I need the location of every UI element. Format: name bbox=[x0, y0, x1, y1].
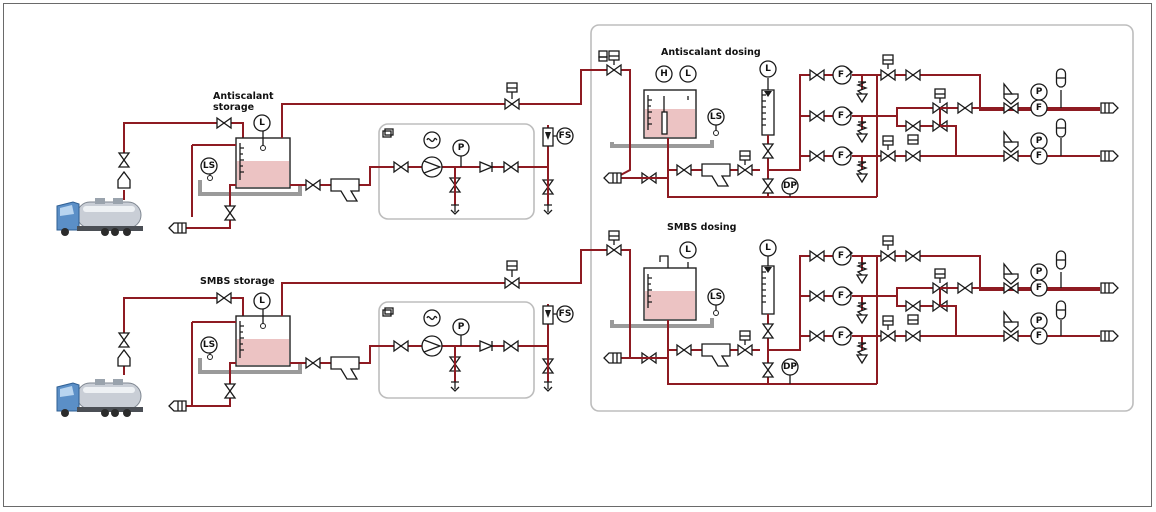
flow-switch-smbs: FS bbox=[556, 305, 574, 323]
level-indicator-antiscalant-storage: L bbox=[253, 114, 271, 132]
svg-text:P: P bbox=[1036, 267, 1043, 277]
smbs-pump-skid bbox=[378, 301, 535, 399]
flow-pump-a1: F bbox=[838, 70, 844, 80]
svg-text:LS: LS bbox=[203, 161, 215, 171]
level-indicator-antiscalant-dosing: L bbox=[679, 65, 697, 83]
svg-text:FS: FS bbox=[559, 131, 572, 141]
svg-text:F: F bbox=[838, 151, 844, 161]
svg-text:LS: LS bbox=[203, 340, 215, 350]
smbs-storage-section bbox=[56, 249, 597, 418]
svg-text:P: P bbox=[1036, 316, 1043, 326]
svg-text:P: P bbox=[458, 322, 465, 332]
dp-antiscalant: DP bbox=[781, 177, 799, 195]
svg-text:F: F bbox=[1036, 103, 1042, 113]
flow-switch-antiscalant: FS bbox=[556, 127, 574, 145]
svg-text:L: L bbox=[259, 296, 265, 306]
svg-text:L: L bbox=[259, 118, 265, 128]
flow-smbs-inj1: F bbox=[1030, 279, 1048, 297]
tanker-truck-icon bbox=[56, 197, 144, 237]
antiscalant-storage-section bbox=[56, 69, 597, 237]
svg-text:F: F bbox=[838, 291, 844, 301]
level-switch-antiscalant-storage: LS bbox=[200, 157, 218, 175]
pressure-antiscalant-inj2: P bbox=[1030, 132, 1048, 150]
smbs-storage-level bbox=[237, 339, 289, 365]
svg-text:FS: FS bbox=[559, 309, 572, 319]
antiscalant-dosing-level bbox=[645, 109, 695, 137]
svg-text:P: P bbox=[458, 143, 465, 153]
flow-pump-s3: F bbox=[838, 331, 844, 341]
smbs-dosing-section bbox=[597, 230, 1119, 385]
centrifugal-pump-icon bbox=[421, 309, 443, 357]
svg-text:L: L bbox=[765, 64, 771, 74]
centrifugal-pump-icon bbox=[421, 131, 443, 178]
flow-antiscalant-inj1: F bbox=[1030, 99, 1048, 117]
flow-smbs-inj2: F bbox=[1030, 327, 1048, 345]
svg-text:F: F bbox=[838, 111, 844, 121]
svg-text:LS: LS bbox=[710, 112, 722, 122]
instrument-bubbles: L LS L LS P P FS FS H L LS bbox=[200, 60, 1048, 376]
truck-connector-icon bbox=[117, 348, 131, 367]
agitator-icon bbox=[659, 255, 689, 268]
svg-text:LS: LS bbox=[710, 292, 722, 302]
skid-tag-icon bbox=[382, 50, 608, 317]
svg-text:L: L bbox=[765, 243, 771, 253]
flow-pump-a3: F bbox=[838, 151, 844, 161]
truck-connector-icon bbox=[117, 170, 131, 189]
svg-text:F: F bbox=[1036, 151, 1042, 161]
flow-pump-a2: F bbox=[838, 111, 844, 121]
pressure-indicator-smbs-pump: P bbox=[452, 318, 470, 336]
antiscalant-pump-skid bbox=[378, 123, 535, 220]
antiscalant-pump-skid-contents bbox=[380, 125, 558, 215]
high-level-antiscalant-dosing: H bbox=[655, 65, 673, 83]
flow-pump-s2: F bbox=[838, 291, 844, 301]
antiscalant-storage-label-line2: storage bbox=[213, 102, 254, 113]
tanker-truck-icon bbox=[56, 378, 144, 418]
pressure-smbs-inj1: P bbox=[1030, 263, 1048, 281]
antiscalant-storage-level bbox=[237, 161, 289, 187]
y-strainer-icon bbox=[330, 356, 360, 380]
pressure-indicator-antiscalant-pump: P bbox=[452, 139, 470, 157]
level-indicator-smbs-column: L bbox=[759, 239, 777, 257]
level-switch-smbs-dosing: LS bbox=[707, 288, 725, 306]
svg-text:F: F bbox=[1036, 331, 1042, 341]
antiscalant-storage-label-line1: Antiscalant bbox=[213, 91, 274, 102]
pressure-antiscalant-inj1: P bbox=[1030, 83, 1048, 101]
svg-text:F: F bbox=[838, 331, 844, 341]
svg-text:P: P bbox=[1036, 136, 1043, 146]
level-indicator-antiscalant-column: L bbox=[759, 60, 777, 78]
level-switch-smbs-storage: LS bbox=[200, 336, 218, 354]
smbs-dosing-level bbox=[645, 291, 695, 319]
level-switch-antiscalant-dosing: LS bbox=[707, 108, 725, 126]
dp-smbs: DP bbox=[781, 358, 799, 376]
svg-text:DP: DP bbox=[783, 181, 797, 191]
svg-text:L: L bbox=[685, 245, 691, 255]
svg-text:F: F bbox=[838, 251, 844, 261]
dosing-skid-outline bbox=[590, 24, 1134, 412]
svg-text:F: F bbox=[1036, 283, 1042, 293]
y-strainer-icon bbox=[701, 163, 731, 187]
svg-text:P: P bbox=[1036, 87, 1043, 97]
smbs-pump-skid-contents bbox=[380, 304, 558, 392]
smbs-storage-label: SMBS storage bbox=[200, 276, 275, 287]
flow-pump-s1: F bbox=[838, 251, 844, 261]
pressure-smbs-inj2: P bbox=[1030, 312, 1048, 330]
level-indicator-smbs-dosing: L bbox=[679, 241, 697, 259]
svg-text:F: F bbox=[838, 70, 844, 80]
diagram-frame bbox=[3, 3, 1152, 507]
svg-text:L: L bbox=[685, 69, 691, 79]
y-strainer-icon bbox=[330, 178, 360, 202]
svg-text:H: H bbox=[660, 69, 668, 79]
level-indicator-smbs-storage: L bbox=[253, 292, 271, 310]
y-strainer-icon bbox=[701, 343, 731, 367]
antiscalant-dosing-section bbox=[597, 50, 1119, 198]
antiscalant-dosing-label: Antiscalant dosing bbox=[661, 47, 761, 58]
flow-antiscalant-inj2: F bbox=[1030, 147, 1048, 165]
svg-text:DP: DP bbox=[783, 362, 797, 372]
smbs-dosing-label: SMBS dosing bbox=[667, 222, 737, 233]
